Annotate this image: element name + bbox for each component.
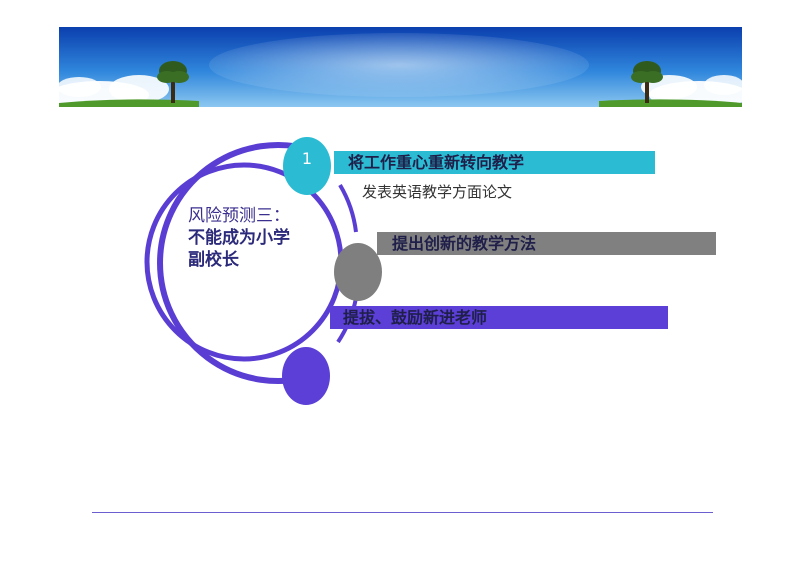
sky-banner [59, 27, 742, 107]
item-1-number: 1 [301, 149, 313, 168]
center-label-line1: 风险预测三： [188, 206, 290, 226]
item-3-circle [282, 347, 330, 405]
item-2-bar [377, 232, 716, 255]
item-1-bar [334, 151, 655, 174]
center-label-line2: 不能成为小学 [188, 228, 290, 248]
item-2-title: 提出创新的教学方法 [392, 234, 537, 253]
item-2-circle [334, 243, 382, 301]
item-1-circle [283, 137, 331, 195]
sky-banner-image [59, 27, 742, 107]
center-label-line3: 副校长 [188, 250, 239, 270]
item-1-subtitle: 发表英语教学方面论文 [362, 183, 513, 201]
outer-ring [157, 142, 313, 384]
center-label: 风险预测三： 不能成为小学 副校长 [188, 205, 318, 271]
item-3-title: 提拔、鼓励新进老师 [343, 308, 488, 327]
tree-icon-left [157, 61, 189, 103]
ring-accent-upper [338, 183, 358, 233]
footer-divider [92, 512, 713, 513]
item-3-bar [330, 306, 668, 329]
item-1-title: 将工作重心重新转向教学 [348, 153, 525, 172]
tree-icon-right [631, 61, 663, 103]
